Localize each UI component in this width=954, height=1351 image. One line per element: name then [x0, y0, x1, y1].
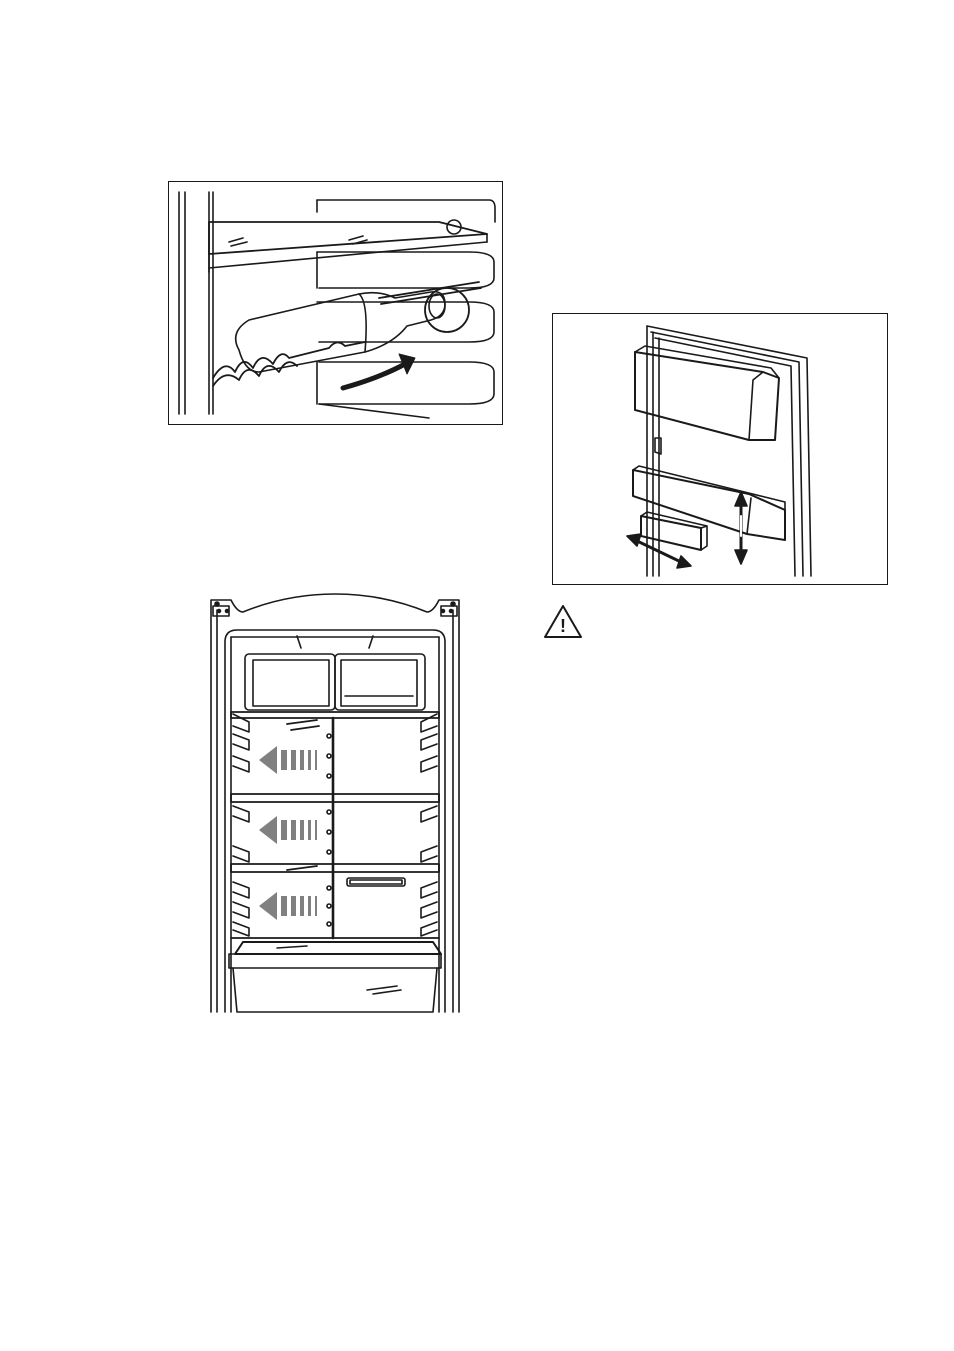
door-bins-illustration [552, 313, 888, 585]
door-frame [647, 326, 811, 576]
freezer-compartment [245, 654, 425, 710]
door-bin-middle [633, 466, 785, 540]
bottle-rack-illustration [168, 181, 503, 425]
air-duct [327, 718, 405, 938]
cabinet-wall [179, 192, 213, 414]
airflow-arrow-icon [259, 892, 317, 920]
door-bin-top [635, 346, 779, 440]
airflow-arrow-icon [259, 746, 317, 774]
door-latch [655, 438, 661, 454]
warning-glyph: ! [560, 616, 566, 636]
fridge-interior-illustration [207, 592, 463, 1018]
airflow-arrow-icon [259, 816, 317, 844]
glass-shelf [209, 220, 487, 272]
double-arrow-vertical-icon [735, 492, 747, 564]
warning-triangle-icon: ! [542, 603, 584, 641]
curved-arrow-icon [343, 354, 415, 388]
crisper-drawer [229, 942, 441, 1012]
